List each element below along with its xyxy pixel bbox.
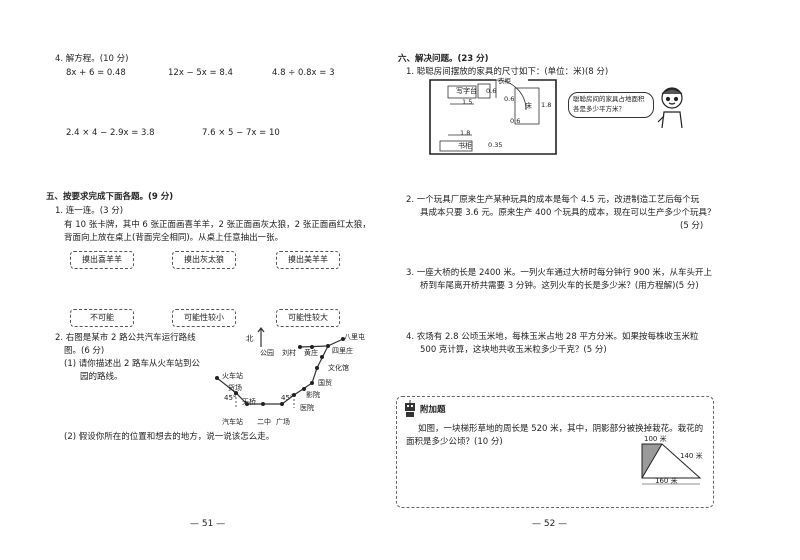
furniture-desk: 写字台 xyxy=(456,87,477,95)
q2-score: (5 分) xyxy=(680,221,704,231)
map-angle-1: 45° xyxy=(224,394,237,402)
boy-character-icon xyxy=(657,87,683,129)
q3-line1: 3. 一座大桥的长是 2400 米。一列火车通过大桥时每分钟行 900 米，从车… xyxy=(406,268,712,278)
q4-title: 4. 解方程。(10 分) xyxy=(55,54,129,64)
map-stop-huangzhuang: 黄庄 xyxy=(304,349,318,357)
card-box-xiyangyang[interactable]: 摸出喜羊羊 xyxy=(70,251,134,269)
section5-title: 五、按要求完成下面各题。(9 分) xyxy=(46,192,174,202)
speech-bubble: 聪聪房间的家具占地面积各是多少平方米？ xyxy=(568,92,654,118)
dim-bed-length: 1.8 xyxy=(541,101,552,109)
prob-box-less-likely[interactable]: 可能性较小 xyxy=(172,309,236,327)
equation-5: 7.6 × 5 − 7x = 10 xyxy=(202,128,280,138)
room-floor-plan xyxy=(429,79,557,155)
map-stop-balitun: 八里屯 xyxy=(344,333,365,341)
q2-sub1-line2: 园的路线。 xyxy=(80,372,123,382)
map-stop-silizhuang: 四里庄 xyxy=(332,347,353,355)
map-stop-yingyuan: 影院 xyxy=(306,391,320,399)
trapezoid-figure xyxy=(641,443,702,485)
map-north-label: 北 xyxy=(246,334,254,343)
q2-sub2: (2) 假设你所在的位置和想去的地方，说一说该怎么走。 xyxy=(64,432,275,442)
dim-cabinet-width: 0.35 xyxy=(488,141,503,149)
q4-line1: 4. 农场有 2.8 公顷玉米地，每株玉米占地 28 平方分米。如果按每株收玉米… xyxy=(406,332,699,342)
map-stop-gongyuan: 公园 xyxy=(260,349,274,357)
q1-title: 1. 连一连。(3 分) xyxy=(55,206,124,216)
furniture-bed: 床 xyxy=(525,102,532,110)
map-stop-yiyuan: 医院 xyxy=(300,404,314,412)
furniture-wardrobe: 衣柜 xyxy=(498,77,511,85)
card-box-huitailang[interactable]: 摸出灰太狼 xyxy=(172,251,236,269)
q2-line1: 2. 一个玩具厂原来生产某种玩具的成本是每个 4.5 元，改进制造工艺后每个玩 xyxy=(406,195,700,205)
prob-box-more-likely[interactable]: 可能性较大 xyxy=(276,309,340,327)
equation-3: 4.8 ÷ 0.8x = 3 xyxy=(272,68,335,78)
map-stop-wenhuaguan: 文化馆 xyxy=(328,364,349,372)
q2-line2: 具成本只要 3.6 元。原来生产 400 个玩具的成本，现在可以生产多少个玩具？ xyxy=(420,208,716,218)
q1-text-line2: 背面向上放在桌上(背面完全相同)。从桌上任意抽出一张。 xyxy=(64,233,284,243)
map-stop-erzhong: 二中 xyxy=(257,418,271,426)
dim-desk-length: 1.5 xyxy=(462,98,473,106)
map-stop-huochezhan: 火车站 xyxy=(222,372,243,380)
q1-text-line1: 有 10 张卡牌，其中 6 张正面画喜羊羊，2 张正面画灰太狼，2 张正面画红太… xyxy=(64,220,371,230)
q4-line2: 500 克计算，这块地共收玉米粒多少千克？(5 分) xyxy=(420,345,607,355)
speech-bubble-text: 聪聪房间的家具占地面积各是多少平方米？ xyxy=(573,95,645,113)
map-angle-2: 45° xyxy=(281,394,294,402)
robot-icon xyxy=(405,400,415,417)
q3-line2: 桥到车尾离开桥共需要 3 分钟。这列火车的长是多少米？(用方程解)(5 分) xyxy=(420,281,699,291)
equation-4: 2.4 × 4 − 2.9x = 3.8 xyxy=(66,128,155,138)
extra-line2: 面积是多少公顷？(10 分) xyxy=(406,437,503,447)
map-stop-liucun: 刘村 xyxy=(282,349,296,357)
q2-title: 2. 右图是某市 2 路公共汽车运行路线 xyxy=(55,333,196,343)
dim-100m: 100 米 xyxy=(644,435,667,443)
section6-title: 六、解决问题。(23 分) xyxy=(398,54,489,64)
map-stop-tianqiao: 天桥 xyxy=(242,398,256,406)
dim-160m: 160 米 xyxy=(655,477,678,485)
map-stop-qichezhan: 汽车站 xyxy=(222,418,243,426)
map-stop-huochang: 货场 xyxy=(228,384,242,392)
map-stop-guangchang: 广场 xyxy=(276,418,290,426)
card-box-meiyangyang[interactable]: 摸出美羊羊 xyxy=(276,251,340,269)
extra-line1: 如图，一块梯形草地的周长是 520 米，其中，阴影部分被换掉栽花。栽花的 xyxy=(418,424,704,434)
furniture-cabinet: 书柜 xyxy=(458,142,472,150)
extra-question-box xyxy=(396,396,714,508)
q2-title-line2: 图。(6 分) xyxy=(64,346,105,356)
dim-cabinet-length: 1.8 xyxy=(460,129,471,137)
page-number-left: — 51 — xyxy=(190,519,226,529)
dim-extra: 0.6 xyxy=(510,117,521,125)
extra-title: 附加题 xyxy=(420,405,446,415)
bus-route-map xyxy=(215,327,345,408)
dim-desk-width: 0.6 xyxy=(486,87,497,95)
q2-sub1-line1: (1) 请你描述出 2 路车从火车站到公 xyxy=(64,359,201,369)
dim-wardrobe-width: 0.6 xyxy=(504,95,515,103)
map-stop-guomao: 国贸 xyxy=(318,379,332,387)
page-number-right: — 52 — xyxy=(532,519,568,529)
dim-140m: 140 米 xyxy=(680,452,703,460)
equation-2: 12x − 5x = 8.4 xyxy=(168,68,233,78)
sec6-q1: 1. 聪聪房间摆放的家具的尺寸如下：(单位：米)(8 分) xyxy=(406,67,609,77)
equation-1: 8x + 6 = 0.48 xyxy=(66,68,126,78)
prob-box-impossible[interactable]: 不可能 xyxy=(70,309,134,327)
